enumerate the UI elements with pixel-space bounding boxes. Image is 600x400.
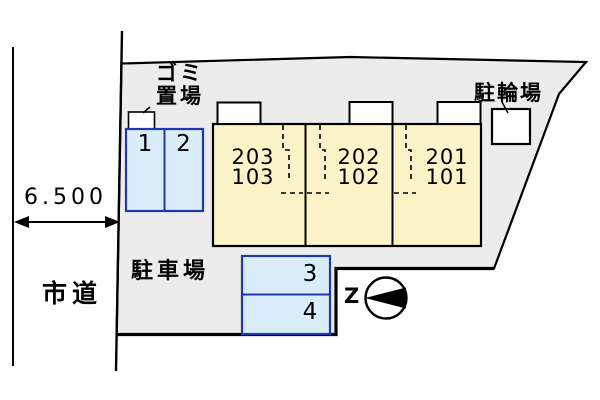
unit-label-202-102: 202 102 xyxy=(329,145,389,189)
bicycle-box xyxy=(490,107,532,146)
site-bottom-edge xyxy=(116,266,494,337)
road-width-dimension: 6.500 xyxy=(24,185,107,210)
stall-number-3: 3 xyxy=(302,261,318,287)
garbage-label-line1: ゴミ xyxy=(156,61,204,85)
north-compass-needle xyxy=(365,287,406,309)
garbage-box xyxy=(127,111,156,130)
unit-201-number: 201 xyxy=(425,145,469,169)
dimension-arrowhead-left xyxy=(14,216,29,228)
bicycle-area-label: 駐輪場 xyxy=(474,81,543,105)
parking-area-label: 駐車場 xyxy=(131,259,210,284)
stair-corridor-203 xyxy=(281,125,303,194)
entrance-porch-3 xyxy=(436,101,482,125)
north-mark-label: Z xyxy=(344,284,360,308)
entrance-porch-2 xyxy=(348,101,394,125)
unit-101-number: 101 xyxy=(425,165,469,189)
road-right-edge xyxy=(114,30,124,372)
building-outline xyxy=(211,122,483,248)
stall-number-4: 4 xyxy=(302,299,318,325)
stall-number-2: 2 xyxy=(176,131,191,157)
unit-102-number: 102 xyxy=(337,165,381,189)
road-label: 市道 xyxy=(42,279,103,308)
unit-label-201-101: 201 101 xyxy=(417,145,477,189)
bicycle-pointer-line xyxy=(501,101,509,114)
dimension-arrowhead-right xyxy=(105,216,120,228)
unit-103-number: 103 xyxy=(231,165,275,189)
garbage-label-line2: 置場 xyxy=(156,84,204,108)
stall-number-1: 1 xyxy=(137,131,153,157)
garbage-area-label: ゴミ 置場 xyxy=(149,62,211,108)
unit-202-number: 202 xyxy=(337,145,381,169)
stair-corridor-202 xyxy=(307,125,329,194)
unit-label-203-103: 203 103 xyxy=(223,145,283,189)
stair-corridor-201 xyxy=(394,125,416,194)
garbage-pointer-line xyxy=(142,106,151,114)
unit-203-number: 203 xyxy=(231,145,275,169)
entrance-porch-1 xyxy=(216,101,262,125)
